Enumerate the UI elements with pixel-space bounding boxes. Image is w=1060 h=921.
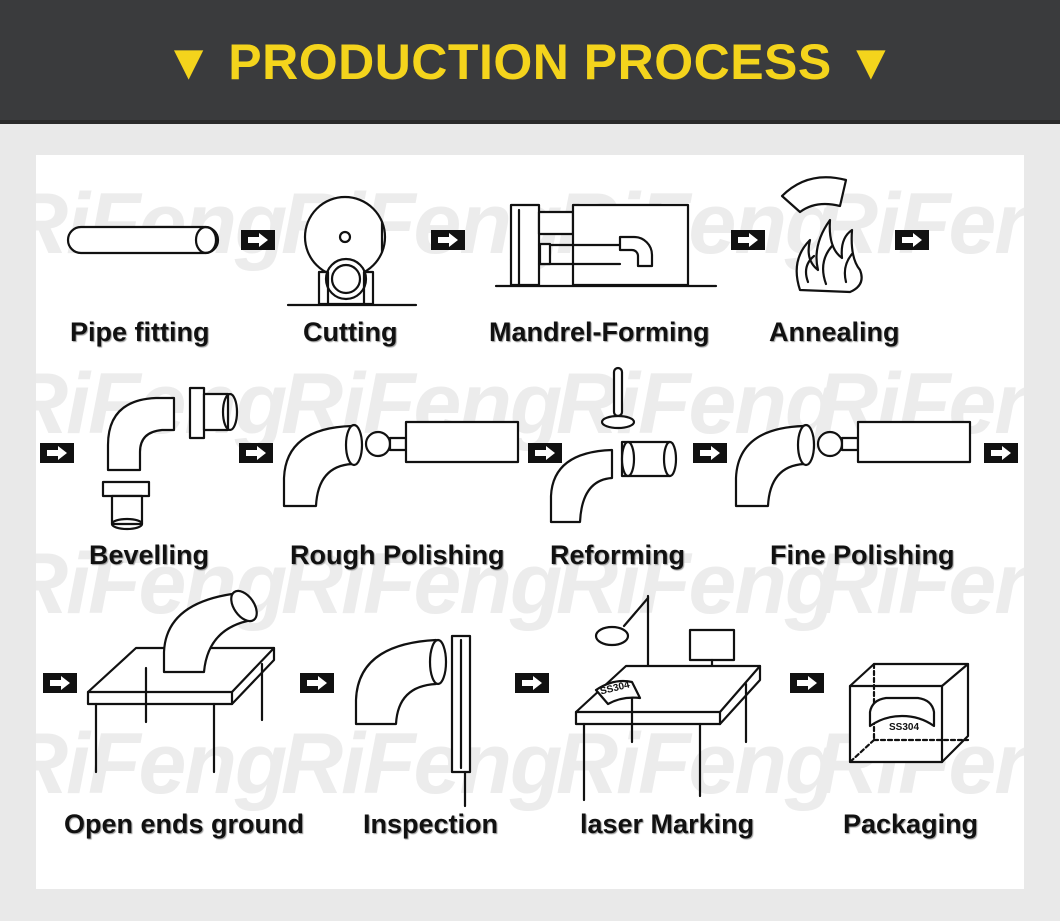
packaging-box-icon xyxy=(848,662,970,764)
flow-arrow-icon xyxy=(43,673,77,693)
step-label-pipe-fitting: Pipe fitting xyxy=(70,317,210,347)
flow-arrow-icon xyxy=(693,443,727,463)
step-label-reforming: Reforming xyxy=(550,540,685,570)
fine-polishing-icon xyxy=(734,420,972,508)
flow-arrow-icon xyxy=(40,443,74,463)
flow-arrow-icon xyxy=(241,230,275,250)
bevelling-icon xyxy=(101,386,239,531)
step-label-open-ends-ground: Open ends ground xyxy=(64,809,304,839)
package-stamp-text: SS304 xyxy=(889,722,920,733)
watermark-text: RiFeng xyxy=(36,716,287,812)
mandrel-forming-icon xyxy=(494,203,718,288)
step-label-cutting: Cutting xyxy=(303,317,398,347)
step-label-mandrel-forming: Mandrel-Forming xyxy=(489,317,710,347)
flow-arrow-icon xyxy=(515,673,549,693)
inspection-icon xyxy=(354,634,472,808)
step-label-inspection: Inspection xyxy=(363,809,499,839)
watermark-text: RiFeng xyxy=(36,176,287,272)
step-label-fine-polishing: Fine Polishing xyxy=(770,540,955,570)
flow-arrow-icon xyxy=(895,230,929,250)
step-label-packaging: Packaging xyxy=(843,809,979,839)
watermark-text: RiFeng xyxy=(281,536,562,632)
annealing-flame-icon xyxy=(780,176,863,294)
flow-arrow-icon xyxy=(431,230,465,250)
header-banner: ▼ PRODUCTION PROCESS ▼ xyxy=(0,0,1060,124)
pipe-icon xyxy=(66,225,220,255)
step-label-annealing: Annealing xyxy=(769,317,900,347)
watermark-text: RiFeng xyxy=(281,716,562,812)
watermark-text: RiFeng xyxy=(556,716,837,812)
watermark-text: RiFeng xyxy=(556,536,837,632)
flow-arrow-icon xyxy=(731,230,765,250)
flow-arrow-icon xyxy=(984,443,1018,463)
grinding-table-icon xyxy=(86,589,276,774)
page-title: ▼ PRODUCTION PROCESS ▼ xyxy=(163,34,897,90)
laser-marking-icon xyxy=(574,594,762,802)
step-label-rough-polishing: Rough Polishing xyxy=(290,540,505,570)
flow-arrow-icon xyxy=(239,443,273,463)
step-label-bevelling: Bevelling xyxy=(89,540,210,570)
reforming-icon xyxy=(549,366,678,524)
watermark-text: RiFeng xyxy=(816,536,1024,632)
flow-arrow-icon xyxy=(300,673,334,693)
rough-polishing-icon xyxy=(282,420,520,508)
step-label-laser-marking: laser Marking xyxy=(580,809,755,839)
flow-arrow-icon xyxy=(528,443,562,463)
flow-arrow-icon xyxy=(790,673,824,693)
cutting-machine-icon xyxy=(286,195,418,307)
